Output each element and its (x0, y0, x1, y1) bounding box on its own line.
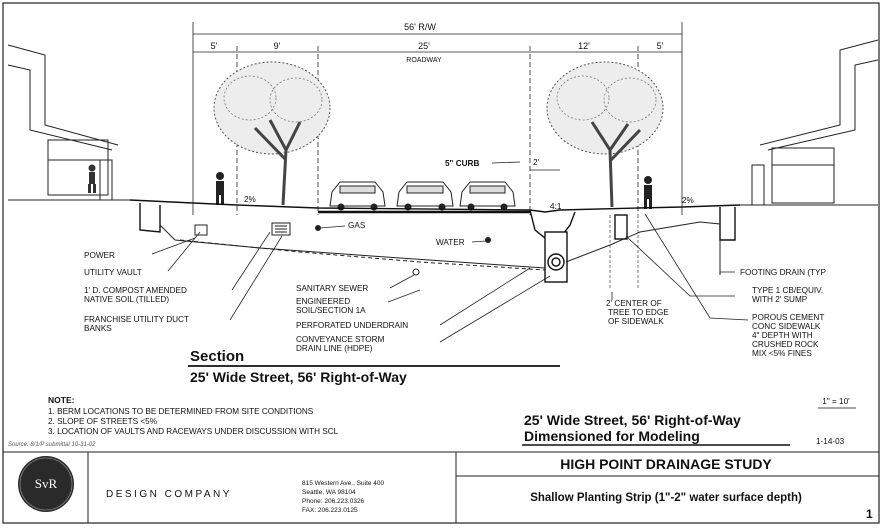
label-porous-5: MIX <5% FINES (752, 349, 812, 358)
label-tree-offset-1: 2' CENTER OF (606, 299, 662, 308)
model-title-2: Dimensioned for Modeling (524, 428, 700, 444)
label-gas: GAS (348, 221, 366, 230)
company-fax: FAX: 206.223.0125 (302, 507, 358, 514)
label-tree-offset-2: TREE TO EDGE (608, 308, 669, 317)
label-porous-2: CONC SIDEWALK (752, 322, 821, 331)
label-porous-4: CRUSHED ROCK (752, 340, 819, 349)
note-1: 1. BERM LOCATIONS TO BE DETERMINED FROM … (48, 407, 314, 416)
label-porous-3: 4" DEPTH WITH (752, 331, 813, 340)
title-block-frame (3, 451, 879, 523)
slope-right: 2% (682, 196, 694, 205)
curb-label: 5" CURB (445, 159, 479, 168)
dim-25: 25' (418, 41, 430, 51)
curb-offset: 2' (533, 158, 540, 167)
logo-badge (18, 456, 74, 512)
dim-5-left: 5' (211, 41, 218, 51)
logo-ring (19, 457, 73, 511)
dim-5-right: 5' (657, 41, 664, 51)
leaders-center (387, 240, 613, 343)
sheet-number: 1 (866, 507, 873, 521)
label-water: WATER (436, 238, 465, 247)
slope-left: 2% (244, 195, 256, 204)
label-power: POWER (84, 251, 115, 260)
car-1 (329, 181, 386, 211)
label-sanitary: SANITARY SEWER (296, 284, 368, 293)
note-3: 3. LOCATION OF VAULTS AND RACEWAYS UNDER… (48, 427, 339, 436)
ground-profile (129, 199, 741, 283)
note-2: 2. SLOPE OF STREETS <5% (48, 417, 157, 426)
date-label: 1-14-03 (816, 437, 845, 446)
tree-right (546, 61, 664, 208)
ratio-label: 4:1 (550, 202, 562, 211)
person-porch (88, 164, 96, 193)
tree-left (213, 61, 331, 206)
label-engineered-1: ENGINEERED (296, 297, 350, 306)
source-note: Source: 8/1/P submittal 10-31-02 (8, 442, 96, 448)
pedestrian-right (644, 176, 652, 209)
scale-label: 1" = 10' (822, 397, 850, 406)
company-name: DESIGN COMPANY (106, 489, 232, 500)
sheet-border (2, 2, 880, 524)
project-subtitle: Shallow Planting Strip (1"-2" water surf… (530, 492, 802, 504)
label-tree-offset-3: OF SIDEWALK (608, 317, 664, 326)
dim-roadway: ROADWAY (406, 57, 442, 64)
underground-lines (159, 221, 721, 276)
company-address-2: Seattle, WA 98104 (302, 489, 356, 496)
label-utility-vault: UTILITY VAULT (84, 268, 142, 277)
house-left (7, 44, 130, 201)
house-right (740, 39, 879, 206)
leaders-right (625, 213, 749, 321)
dim-12: 12' (578, 41, 590, 51)
label-porous-1: POROUS CEMENT (752, 313, 824, 322)
project-title: HIGH POINT DRAINAGE STUDY (560, 456, 772, 472)
label-cb-2: WITH 2' SUMP (752, 295, 808, 304)
label-franchise-1: FRANCHISE UTILITY DUCT (84, 315, 189, 324)
label-compost-1: 1' D. COMPOST AMENDED (84, 286, 187, 295)
leaders-left (151, 225, 346, 321)
label-engineered-2: SOIL/SECTION 1A (296, 306, 366, 315)
model-title-1: 25' Wide Street, 56' Right-of-Way (524, 412, 741, 428)
label-conveyance-2: DRAIN LINE (HDPE) (296, 344, 373, 353)
pedestrian-left (216, 172, 224, 205)
label-franchise-2: BANKS (84, 324, 112, 333)
section-heading: Section (190, 348, 244, 365)
car-3 (459, 181, 516, 211)
notes-heading: NOTE: (48, 395, 75, 405)
label-conveyance-1: CONVEYANCE STORM (296, 335, 385, 344)
logo-text: SvR (35, 476, 58, 491)
dim-right-of-way: 56' R/W (404, 22, 436, 32)
dim-9: 9' (274, 41, 281, 51)
car-2 (396, 181, 454, 211)
company-phone: Phone: 206.223.0326 (302, 498, 365, 505)
label-cb-1: TYPE 1 CB/EQUIV. (752, 286, 823, 295)
curb-leader (491, 161, 521, 164)
label-footing: FOOTING DRAIN (TYP (740, 268, 827, 277)
label-compost-2: NATIVE SOIL (TILLED) (84, 295, 169, 304)
label-underdrain: PERFORATED UNDERDRAIN (296, 321, 408, 330)
section-subheading: 25' Wide Street, 56' Right-of-Way (190, 369, 407, 385)
company-address-1: 815 Western Ave., Suite 400 (302, 480, 385, 487)
